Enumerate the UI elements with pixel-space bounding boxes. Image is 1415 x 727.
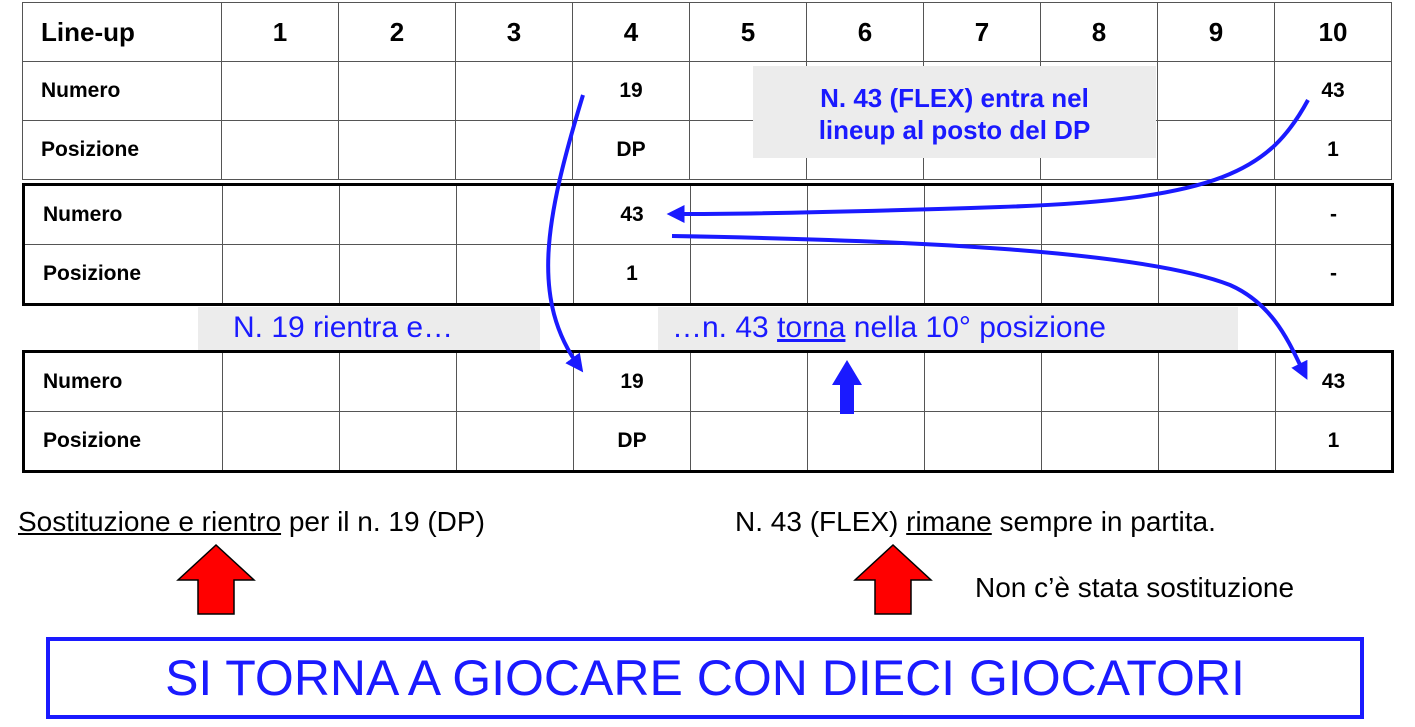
- row-label: Numero: [23, 184, 223, 245]
- table-cell: [807, 184, 925, 245]
- annotation-band-torna: [658, 307, 1238, 352]
- blue-up-arrow-icon: [832, 360, 862, 414]
- table-cell: [339, 411, 457, 472]
- table-cell: [338, 120, 456, 180]
- table-row: Numero 43 -: [23, 184, 1393, 245]
- table-cell: 1: [1274, 120, 1392, 180]
- conclusion-banner: SI TORNA A GIOCARE CON DIECI GIOCATORI: [46, 637, 1364, 719]
- table-cell: [338, 61, 456, 121]
- table-cell: -: [1275, 244, 1393, 305]
- table-cell: [339, 184, 457, 245]
- table-cell: [807, 411, 925, 472]
- table-row: Posizione DP 1: [23, 411, 1393, 472]
- table-row: Posizione DP 1: [22, 120, 1392, 180]
- header-cell: 10: [1274, 2, 1392, 62]
- table-header-row: Line-up 1 2 3 4 5 6 7 8 9 10: [22, 2, 1392, 62]
- torna-prefix: …n. 43: [672, 311, 778, 344]
- table-cell: [924, 351, 1042, 412]
- red-up-arrow-icon: [176, 543, 256, 615]
- table-row: Posizione 1 -: [23, 244, 1393, 305]
- caption-no-substitution: Non c’è stata sostituzione: [975, 572, 1295, 603]
- row-label: Numero: [22, 61, 222, 121]
- table-cell: [807, 351, 925, 412]
- header-cell: 1: [221, 2, 339, 62]
- header-cell: 5: [689, 2, 807, 62]
- torna-word: torna: [777, 311, 846, 344]
- table-cell: [221, 120, 339, 180]
- flex-annotation-line2: lineup al posto del DP: [818, 115, 1091, 145]
- table-cell: [221, 61, 339, 121]
- flex-annotation: N. 43 (FLEX) entra nel lineup al posto d…: [753, 82, 1156, 146]
- lineup-table-flex: Numero 43 - Posizione 1 -: [22, 183, 1394, 306]
- table-cell: [1158, 411, 1276, 472]
- caption-right-prefix: N. 43 (FLEX): [735, 506, 907, 537]
- annotation-band-rientra: [198, 307, 540, 352]
- table-cell: [455, 120, 573, 180]
- table-cell: [1041, 184, 1159, 245]
- torna-annotation: …n. 43 torna nella 10° posizione: [672, 311, 1106, 345]
- arrow-43-returns: [671, 234, 1308, 380]
- header-cell: Line-up: [22, 2, 222, 62]
- row-label: Posizione: [23, 411, 223, 472]
- table-cell: 1: [1275, 411, 1393, 472]
- flex-annotation-line1: N. 43 (FLEX) entra nel: [820, 83, 1089, 113]
- caption-left-underlined: Sostituzione e rientro: [18, 506, 282, 537]
- table-cell: [456, 244, 574, 305]
- rientra-annotation: N. 19 rientra e…: [233, 311, 454, 344]
- table-cell: [924, 411, 1042, 472]
- caption-left-rest: per il n. 19 (DP): [281, 506, 485, 537]
- caption-right-suffix: sempre in partita.: [991, 506, 1216, 537]
- annotation-band-flex: [753, 66, 1156, 158]
- table-cell: [222, 411, 340, 472]
- table-cell: [1041, 411, 1159, 472]
- table-cell: [1158, 244, 1276, 305]
- table-cell: -: [1275, 184, 1393, 245]
- table-cell: [456, 411, 574, 472]
- caption-left: Sostituzione e rientro per il n. 19 (DP): [18, 506, 485, 538]
- lineup-table-original: Line-up 1 2 3 4 5 6 7 8 9 10 Numero 19 4…: [22, 2, 1392, 180]
- table-cell: [690, 351, 808, 412]
- table-cell: [690, 244, 808, 305]
- caption-right-underlined: rimane: [906, 506, 992, 537]
- table-cell: 19: [572, 61, 690, 121]
- row-label: Posizione: [22, 120, 222, 180]
- torna-suffix: nella 10° posizione: [845, 311, 1106, 344]
- lineup-table-final: Numero 19 43 Posizione DP 1: [22, 350, 1394, 473]
- table-cell: [222, 184, 340, 245]
- table-cell: [1158, 351, 1276, 412]
- table-cell: 19: [573, 351, 691, 412]
- table-cell: DP: [573, 411, 691, 472]
- table-cell: [924, 244, 1042, 305]
- arrow-19-down: [546, 94, 585, 373]
- header-cell: 8: [1040, 2, 1158, 62]
- arrow-43-enters: [666, 99, 1310, 223]
- table-cell: [222, 244, 340, 305]
- red-up-arrow-icon: [853, 543, 933, 615]
- table-cell: [924, 184, 1042, 245]
- table-cell: [339, 244, 457, 305]
- table-cell: [339, 351, 457, 412]
- table-cell: 43: [1274, 61, 1392, 121]
- header-cell: 7: [923, 2, 1041, 62]
- table-cell: 1: [573, 244, 691, 305]
- caption-right: N. 43 (FLEX) rimane sempre in partita.: [735, 506, 1216, 538]
